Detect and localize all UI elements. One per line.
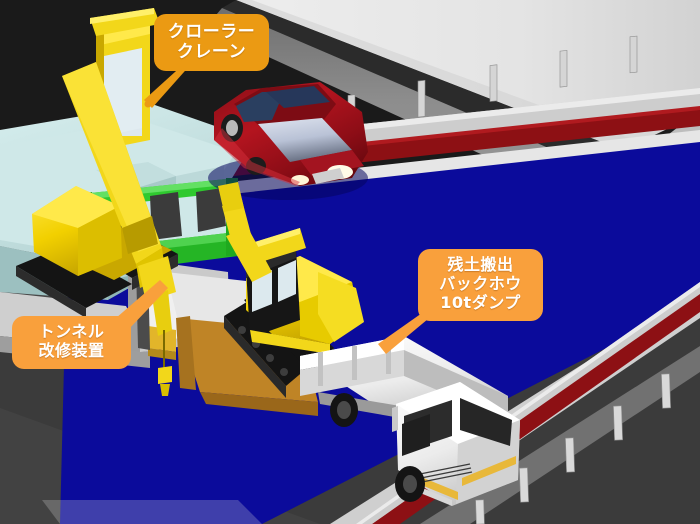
callout-crane-line-1: クローラー bbox=[167, 22, 256, 42]
crawler-crane bbox=[16, 8, 178, 396]
callout-spoil-removal: 残土搬出 バックホウ 10tダンプ bbox=[418, 249, 543, 321]
callout-spoil-line-1: 残土搬出 bbox=[447, 255, 514, 274]
callout-crawler-crane: クローラー クレーン bbox=[154, 14, 269, 72]
tunnel-pointer bbox=[116, 280, 168, 330]
backhoe bbox=[218, 182, 364, 398]
callout-tunnel-line-1: トンネル bbox=[38, 322, 105, 341]
dump-truck bbox=[300, 336, 520, 506]
red-sedan bbox=[208, 82, 368, 200]
callout-crane-line-2: クレーン bbox=[176, 42, 247, 63]
callout-spoil-line-3: 10tダンプ bbox=[440, 292, 521, 312]
callout-tunnel-device: トンネル 改修装置 bbox=[12, 316, 131, 369]
callout-tunnel-line-2: 改修装置 bbox=[38, 340, 105, 360]
callout-spoil-line-2: バックホウ bbox=[439, 273, 522, 293]
